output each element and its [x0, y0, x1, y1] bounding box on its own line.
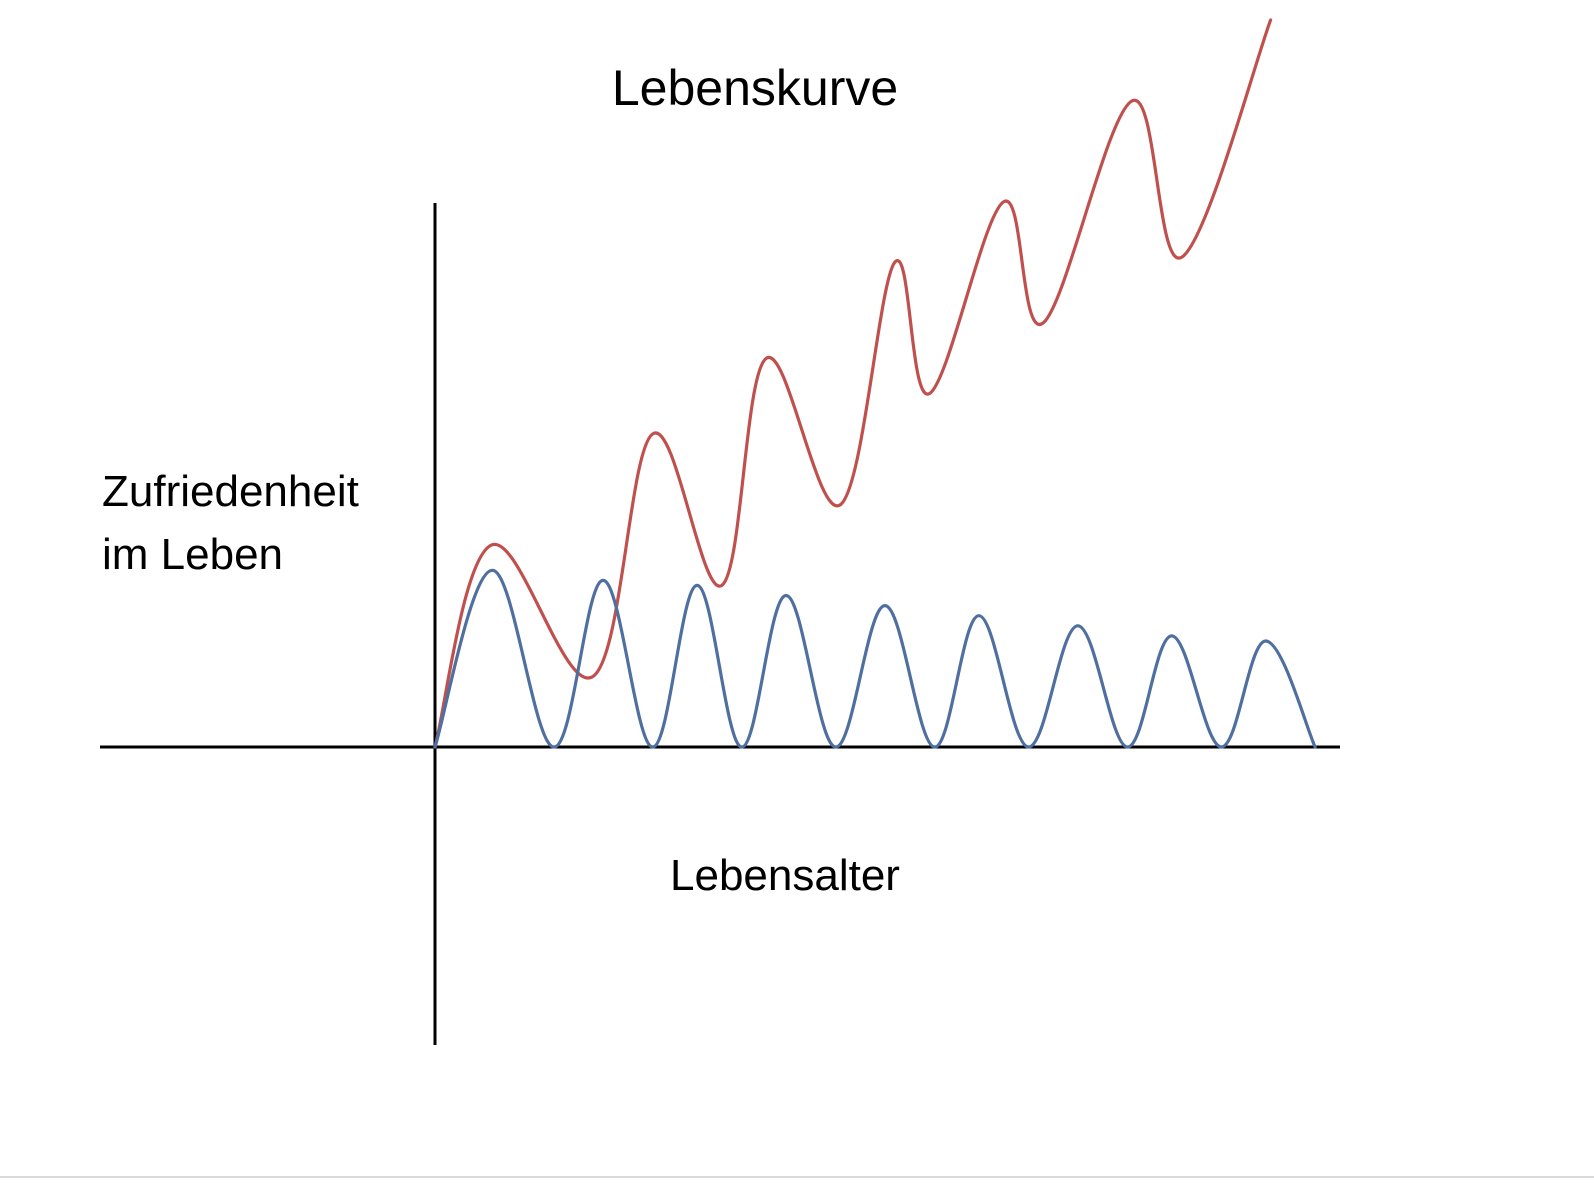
x-axis-label: Lebensalter — [670, 851, 900, 900]
series-line-1 — [433, 568, 1317, 749]
bottom-divider — [0, 1176, 1594, 1178]
y-axis-label-line-1: Zufriedenheit — [102, 467, 359, 516]
series-layer — [433, 18, 1317, 749]
series-line-0 — [433, 18, 1273, 749]
chart-title: Lebenskurve — [612, 60, 898, 116]
y-axis-label-line-2: im Leben — [102, 530, 283, 579]
